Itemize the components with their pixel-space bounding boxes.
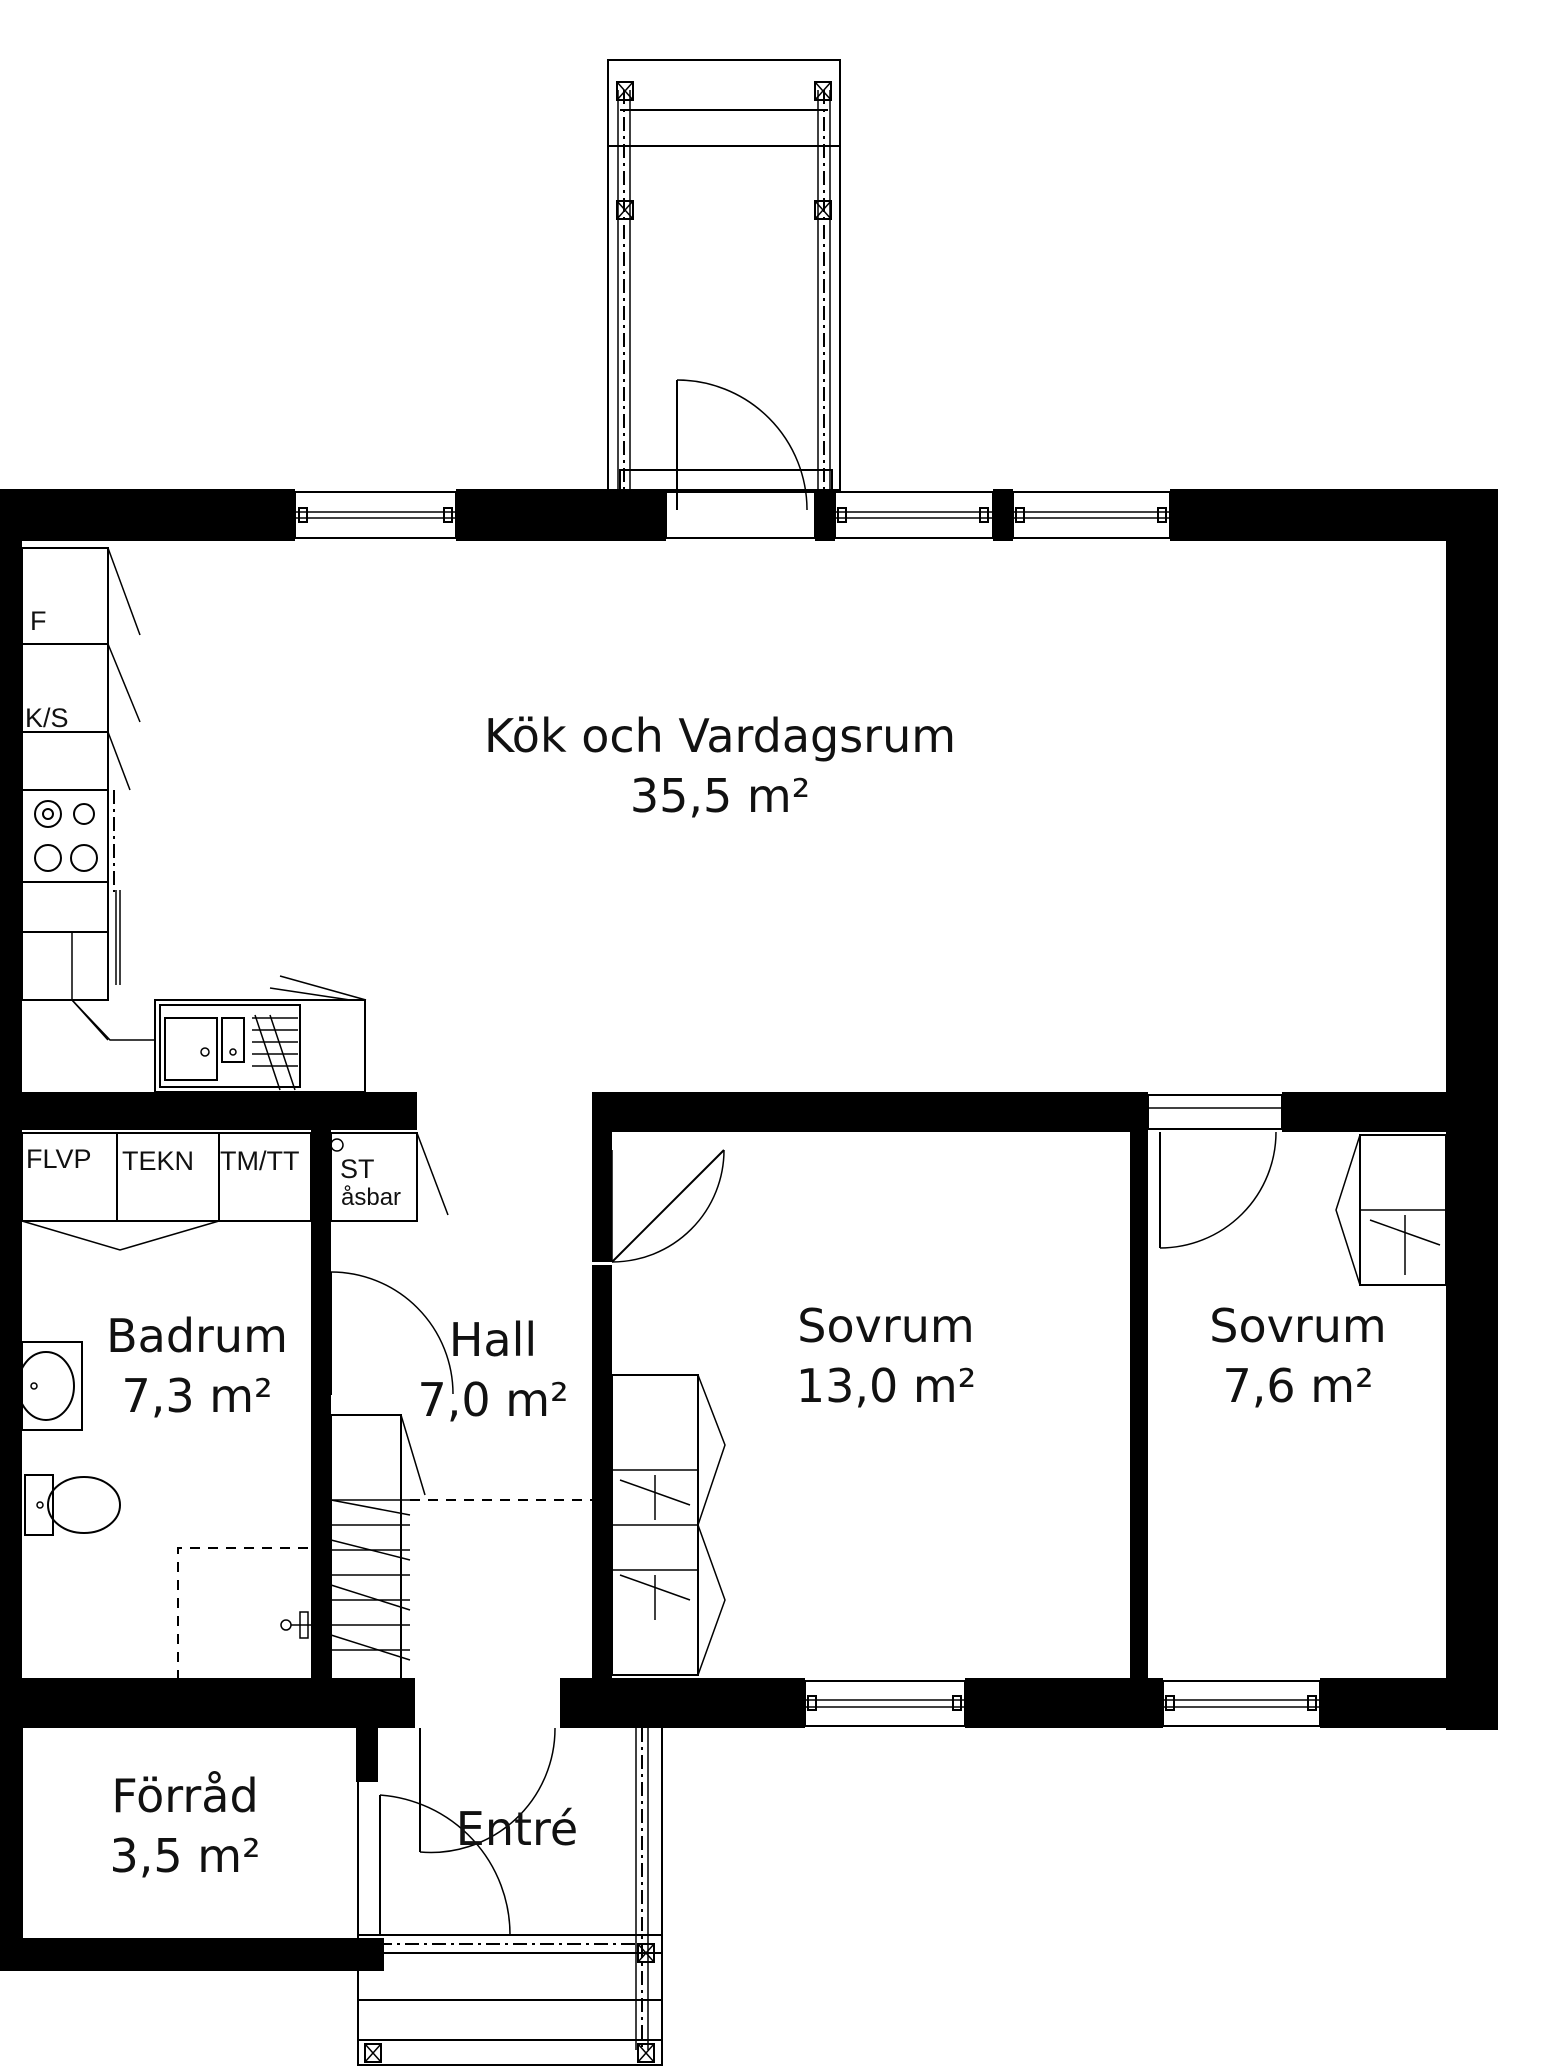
hall-name: Hall xyxy=(449,1313,537,1367)
interior-walls xyxy=(22,1092,1446,1680)
stove-icon xyxy=(34,800,98,872)
hall-area: 7,0 m² xyxy=(417,1373,568,1427)
storage-name: Förråd xyxy=(111,1769,258,1823)
fridge-label: F xyxy=(30,606,47,636)
entrance-porch xyxy=(357,1728,663,2066)
bathroom-area: 7,3 m² xyxy=(121,1369,272,1423)
bedroom-small-area: 7,6 m² xyxy=(1222,1359,1373,1413)
flvp-label: FLVP xyxy=(26,1144,92,1174)
storage-area: 3,5 m² xyxy=(109,1829,260,1883)
st-label: ST xyxy=(340,1154,375,1184)
washbasin-icon xyxy=(17,1341,83,1431)
doors xyxy=(311,379,1277,1936)
wardrobe-bedroom-small xyxy=(1335,1134,1447,1286)
bedroom-large-area: 13,0 m² xyxy=(796,1359,976,1413)
wardrobe-bedroom-large xyxy=(611,1374,726,1676)
kitchen-cabinets xyxy=(21,547,367,1093)
bathroom-name: Badrum xyxy=(106,1309,288,1363)
bedroom-small-name: Sovrum xyxy=(1209,1299,1386,1353)
st-sub-label: åsbar xyxy=(341,1184,401,1211)
staircase xyxy=(330,1414,592,1681)
exterior-walls xyxy=(0,489,1498,1971)
shower-area xyxy=(177,1547,311,1680)
bedroom-large-name: Sovrum xyxy=(797,1299,974,1353)
fridge-freezer-label: K/S xyxy=(25,703,69,733)
tm-tt-label: TM/TT xyxy=(220,1146,299,1176)
kitchen-living-name: Kök och Vardagsrum xyxy=(484,709,956,763)
tekn-label: TEKN xyxy=(122,1146,194,1176)
kitchen-living-area: 35,5 m² xyxy=(630,769,810,823)
utility-cabinets xyxy=(21,1132,449,1251)
entrance-name: Entré xyxy=(456,1802,578,1856)
windows xyxy=(294,491,1321,1727)
toilet-icon xyxy=(24,1474,121,1536)
sink-icon xyxy=(159,1004,301,1091)
rear-porch xyxy=(607,59,841,491)
